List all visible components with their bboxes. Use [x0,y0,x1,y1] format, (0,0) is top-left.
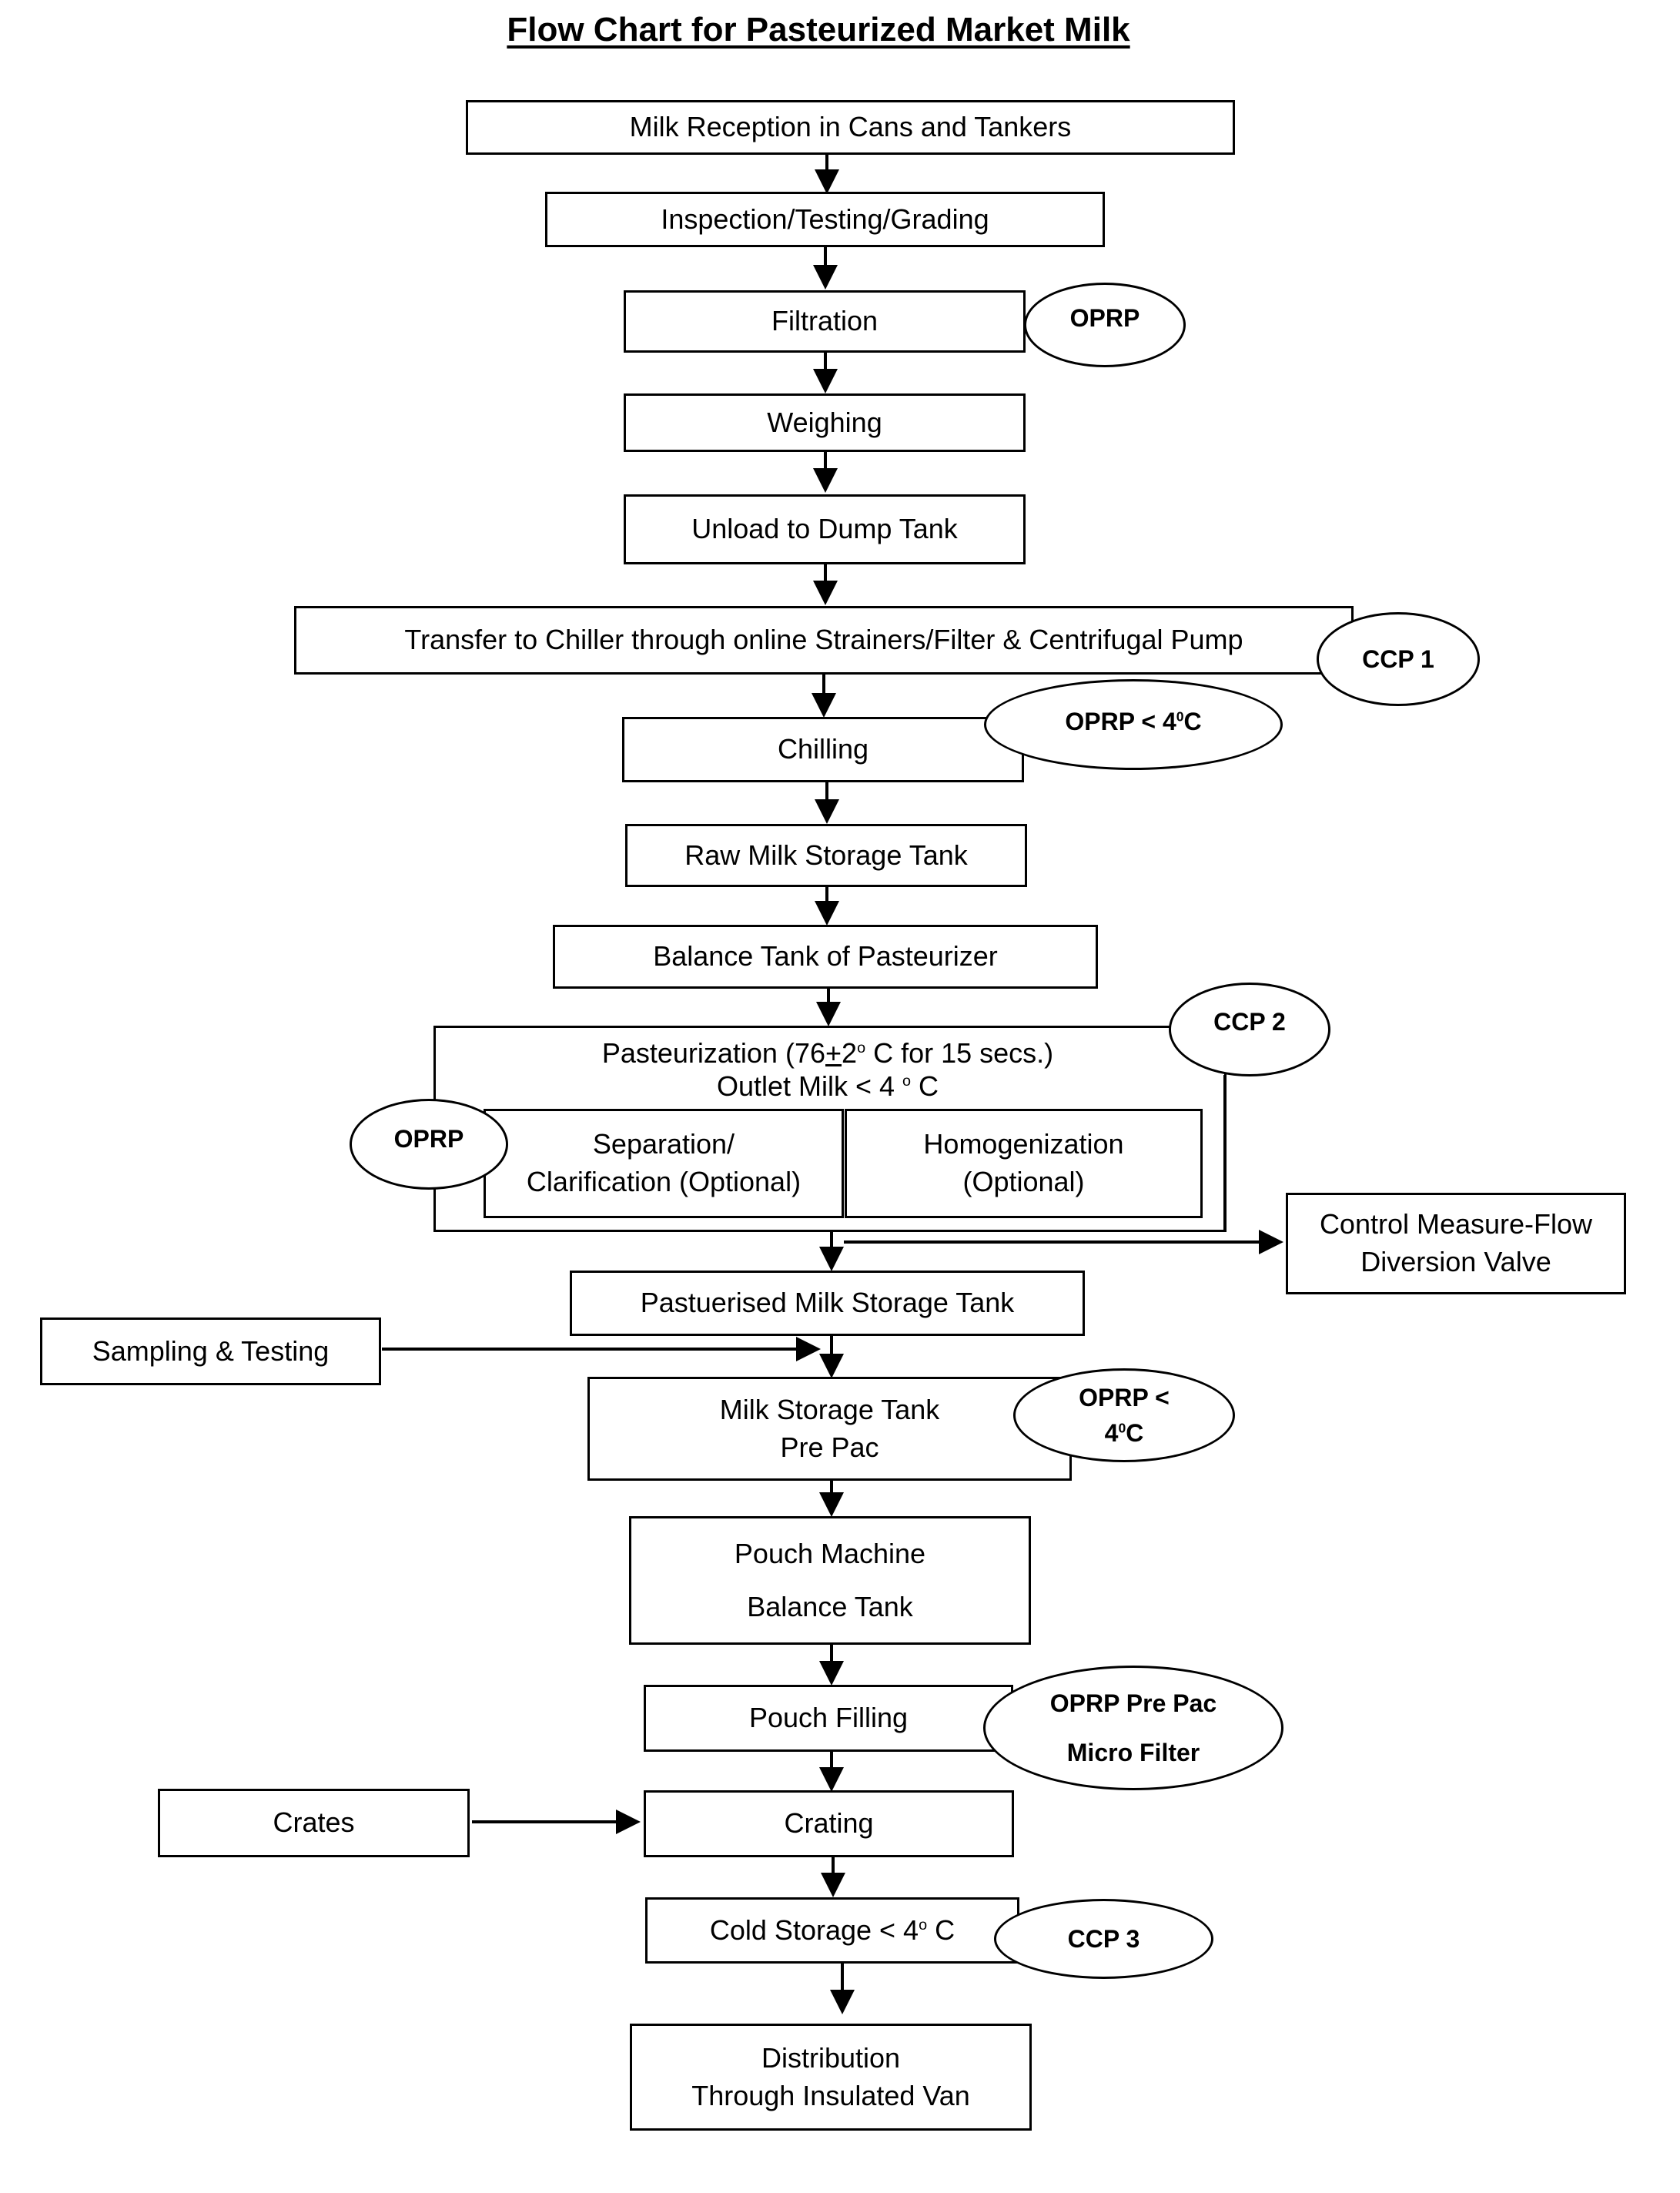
step-label: Chilling [777,733,869,765]
step-milk-storage-prepac: Milk Storage Tank Pre Pac [587,1377,1072,1481]
input-crates: Crates [158,1789,470,1857]
step-cold-storage: Cold Storage < 4o C [645,1897,1019,1964]
step-label-line-1: Control Measure-Flow [1319,1208,1593,1240]
step-label-line-1: Separation/ [592,1128,735,1160]
step-label: Unload to Dump Tank [691,513,958,545]
ccp3-marker: CCP 3 [994,1899,1213,1979]
step-separation-clarification: Separation/ Clarification (Optional) [484,1109,844,1218]
step-weighing: Weighing [624,393,1026,452]
step-label: Crating [784,1807,874,1840]
step-label: Cold Storage < 4o C [709,1913,955,1946]
step-pouch-filling: Pouch Filling [644,1685,1013,1752]
step-unload-dump-tank: Unload to Dump Tank [624,494,1026,564]
step-balance-tank-pasteurizer: Balance Tank of Pasteurizer [553,925,1098,989]
step-inspection: Inspection/Testing/Grading [545,192,1105,247]
oprp-prepac-marker: OPRP < 40C [1013,1368,1235,1462]
step-milk-reception: Milk Reception in Cans and Tankers [466,100,1235,155]
step-transfer-to-chiller: Transfer to Chiller through online Strai… [294,606,1354,675]
step-label-line-2: Balance Tank [747,1590,913,1622]
oprp-filtration-marker: OPRP [1024,283,1186,367]
page-title: Flow Chart for Pasteurized Market Milk [507,11,1130,49]
step-label-line-1: Pouch Machine [734,1538,926,1570]
step-label-line-2: Diversion Valve [1360,1246,1551,1277]
step-label: Pastuerised Milk Storage Tank [640,1287,1015,1319]
ccp2-marker: CCP 2 [1169,983,1330,1076]
oprp-chilling-marker: OPRP < 40C [984,679,1283,770]
step-label-line-1: Distribution [761,2041,901,2074]
step-label: Pouch Filling [748,1702,909,1734]
step-homogenization: Homogenization (Optional) [845,1109,1203,1218]
step-pasteurised-storage: Pastuerised Milk Storage Tank [570,1271,1085,1336]
oprp-separation-marker: OPRP [350,1099,508,1190]
step-label-line-2: Clarification (Optional) [526,1166,802,1197]
step-distribution: Distribution Through Insulated Van [630,2024,1032,2131]
step-label: Raw Milk Storage Tank [684,839,968,871]
step-label: Sampling & Testing [92,1334,330,1367]
step-pouch-machine-balance: Pouch Machine Balance Tank [629,1516,1031,1645]
pasteurization-line-1: Pasteurization (76+2o C for 15 secs.) [601,1037,1054,1069]
step-label: Crates [273,1806,355,1839]
ccp1-marker: CCP 1 [1317,612,1480,706]
step-label-line-1: Milk Storage Tank [719,1393,940,1425]
step-label: Inspection/Testing/Grading [661,203,989,235]
step-label: Balance Tank of Pasteurizer [653,940,998,973]
input-sampling-testing: Sampling & Testing [40,1317,381,1385]
step-label-line-1: Homogenization [923,1128,1124,1160]
step-label: Milk Reception in Cans and Tankers [629,111,1072,143]
pasteurization-label: Pasteurization (76+2o C for 15 secs.) Ou… [447,1036,1209,1103]
step-label-line-2: Through Insulated Van [691,2079,970,2111]
control-measure-diversion-valve: Control Measure-Flow Diversion Valve [1286,1193,1626,1294]
step-raw-milk-storage: Raw Milk Storage Tank [625,824,1027,887]
step-crating: Crating [644,1790,1014,1857]
step-label: Filtration [771,305,878,337]
step-label-line-2: (Optional) [962,1166,1085,1197]
step-label-line-2: Pre Pac [780,1431,879,1463]
step-filtration: Filtration [624,290,1026,353]
oprp-micro-filter-marker: OPRP Pre Pac Micro Filter [983,1666,1283,1790]
step-label: Transfer to Chiller through online Strai… [404,624,1243,656]
step-chilling: Chilling [622,717,1024,782]
pasteurization-outer-frame [828,1075,1226,1232]
pasteurization-line-2: Outlet Milk < 4 o C [716,1070,939,1103]
step-label: Weighing [767,406,882,438]
